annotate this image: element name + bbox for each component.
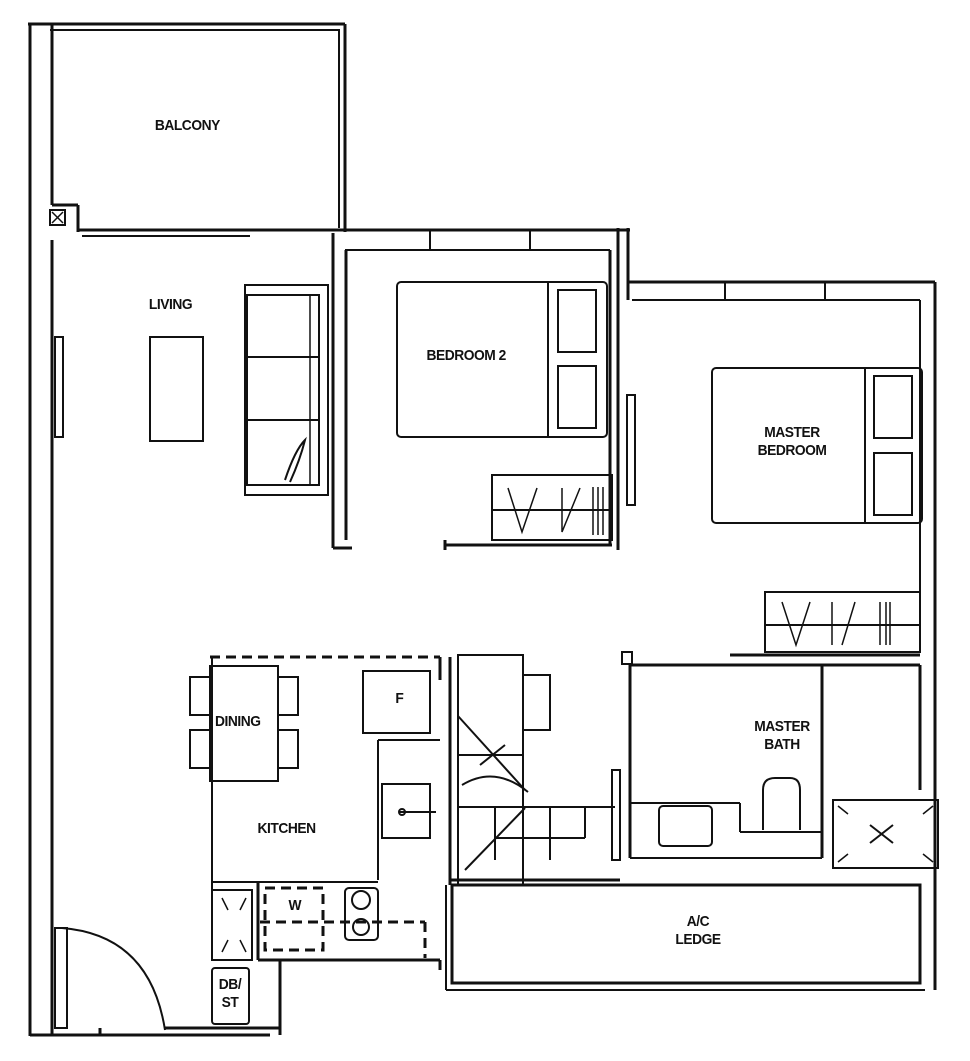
master-bedroom-line2: BEDROOM	[757, 442, 827, 459]
living-furniture	[54, 284, 329, 496]
bedroom2-walls	[331, 228, 636, 550]
room-label-dining: DINING	[214, 713, 261, 730]
master-bath-line2: BATH	[764, 736, 800, 753]
ac-ledge-line1: A/C	[686, 913, 710, 930]
shower-icon	[832, 799, 939, 869]
entrance-door-icon	[54, 927, 280, 1031]
washer-label: W	[288, 897, 302, 914]
master-bedroom-line1: MASTER	[764, 424, 820, 441]
room-label-living: LIVING	[148, 296, 193, 313]
db-st-line2: ST	[221, 994, 239, 1011]
room-label-master-bedroom: MASTER BEDROOM	[742, 424, 842, 460]
floor-drain-icon	[49, 209, 66, 226]
room-label-ac-ledge: A/C LEDGE	[668, 913, 728, 949]
room-label-bedroom-2: BEDROOM 2	[426, 347, 506, 364]
master-bath-line1: MASTER	[754, 718, 810, 735]
ac-ledge-outline	[445, 883, 925, 991]
room-label-master-bath: MASTER BATH	[732, 718, 832, 754]
service-area	[450, 654, 620, 886]
kitchen-dining	[189, 655, 452, 1035]
master-bedroom-furniture	[711, 367, 923, 657]
room-label-balcony: BALCONY	[154, 117, 220, 134]
db-st-line1: DB/	[218, 976, 242, 993]
room-label-db-st: DB/ ST	[214, 976, 246, 1012]
fridge-label: F	[395, 690, 404, 707]
ac-ledge-line2: LEDGE	[675, 931, 721, 948]
room-label-kitchen: KITCHEN	[257, 820, 317, 837]
exterior-walls	[28, 22, 937, 1037]
master-bath-walls	[611, 651, 922, 861]
